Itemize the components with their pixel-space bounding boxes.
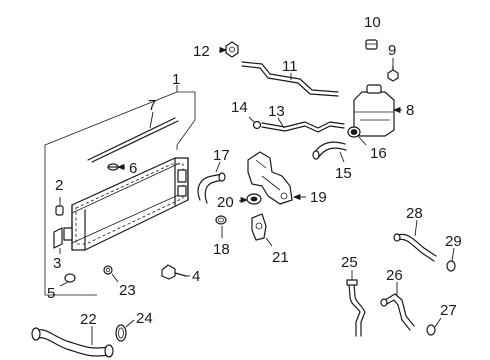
leader-27 bbox=[434, 317, 442, 328]
leader-arrow-20 bbox=[240, 196, 249, 204]
hose-17 bbox=[197, 172, 226, 204]
callout-4: 4 bbox=[192, 268, 200, 285]
callout-15: 15 bbox=[335, 165, 352, 182]
connector-21 bbox=[251, 213, 267, 241]
water-outlet-19 bbox=[247, 151, 293, 205]
callout-28: 28 bbox=[406, 205, 423, 222]
hose-26 bbox=[380, 293, 415, 331]
clamp-27 bbox=[426, 324, 436, 336]
callout-5: 5 bbox=[47, 285, 55, 302]
callout-17: 17 bbox=[213, 147, 230, 164]
callout-1: 1 bbox=[172, 71, 180, 88]
callout-13: 13 bbox=[268, 103, 285, 120]
bracket-3 bbox=[53, 227, 63, 249]
clamp-24 bbox=[115, 324, 127, 342]
leader-arrow-8 bbox=[392, 106, 401, 114]
cap-16 bbox=[347, 126, 361, 138]
leader-15 bbox=[339, 151, 345, 163]
callout-27: 27 bbox=[440, 302, 457, 319]
hose-13 bbox=[261, 121, 345, 133]
callout-11: 11 bbox=[282, 58, 298, 75]
clip-6 bbox=[107, 163, 119, 171]
tube-11 bbox=[241, 61, 339, 97]
clamp-18 bbox=[215, 215, 227, 225]
callout-24: 24 bbox=[136, 310, 153, 327]
leader-7 bbox=[149, 111, 154, 129]
seal-strip-7 bbox=[87, 117, 179, 163]
radiator-assembly-outline bbox=[44, 91, 196, 296]
callout-22: 22 bbox=[80, 311, 97, 328]
leader-29 bbox=[451, 247, 455, 262]
callout-10: 10 bbox=[364, 14, 381, 31]
bushing-2 bbox=[55, 205, 64, 216]
clamp-29 bbox=[446, 260, 456, 272]
callout-19: 19 bbox=[310, 189, 327, 206]
clamp-14 bbox=[252, 120, 262, 130]
callout-7: 7 bbox=[148, 97, 156, 114]
callout-14: 14 bbox=[231, 99, 248, 116]
leader-arrow-6 bbox=[116, 163, 125, 171]
callout-21: 21 bbox=[272, 249, 289, 266]
callout-12: 12 bbox=[193, 43, 210, 60]
cap-5 bbox=[64, 273, 76, 283]
leader-13 bbox=[277, 117, 285, 129]
bolt-4 bbox=[161, 264, 187, 280]
leader-14 bbox=[248, 116, 255, 123]
gasket-20 bbox=[246, 193, 262, 205]
leader-17 bbox=[215, 161, 221, 173]
leader-arrow-19 bbox=[292, 193, 301, 201]
callout-18: 18 bbox=[213, 241, 230, 258]
callout-8: 8 bbox=[406, 102, 414, 119]
leader-arrow-12 bbox=[219, 46, 228, 54]
bolt-12 bbox=[225, 41, 239, 58]
leader-5 bbox=[59, 281, 69, 287]
reservoir-8 bbox=[353, 84, 395, 137]
lower-hose-22 bbox=[31, 327, 114, 358]
leader-28 bbox=[414, 219, 418, 237]
callout-9: 9 bbox=[388, 42, 396, 59]
callout-25: 25 bbox=[341, 254, 358, 271]
callout-3: 3 bbox=[53, 255, 61, 272]
callout-23: 23 bbox=[119, 282, 136, 299]
bolt-23 bbox=[103, 265, 113, 275]
leader-23 bbox=[111, 273, 119, 283]
callout-6: 6 bbox=[129, 160, 137, 177]
callout-2: 2 bbox=[55, 177, 63, 194]
bolt-9 bbox=[387, 65, 399, 82]
leader-24 bbox=[125, 319, 135, 328]
callout-26: 26 bbox=[386, 267, 403, 284]
hose-25 bbox=[346, 279, 366, 337]
radiator-core bbox=[63, 157, 189, 251]
leader-21 bbox=[265, 237, 273, 247]
hose-28 bbox=[393, 233, 437, 262]
cap-10 bbox=[365, 39, 378, 50]
leader-16 bbox=[357, 135, 367, 146]
callout-16: 16 bbox=[370, 145, 387, 162]
callout-29: 29 bbox=[445, 233, 462, 250]
hose-15 bbox=[312, 141, 347, 160]
callout-20: 20 bbox=[217, 194, 234, 211]
